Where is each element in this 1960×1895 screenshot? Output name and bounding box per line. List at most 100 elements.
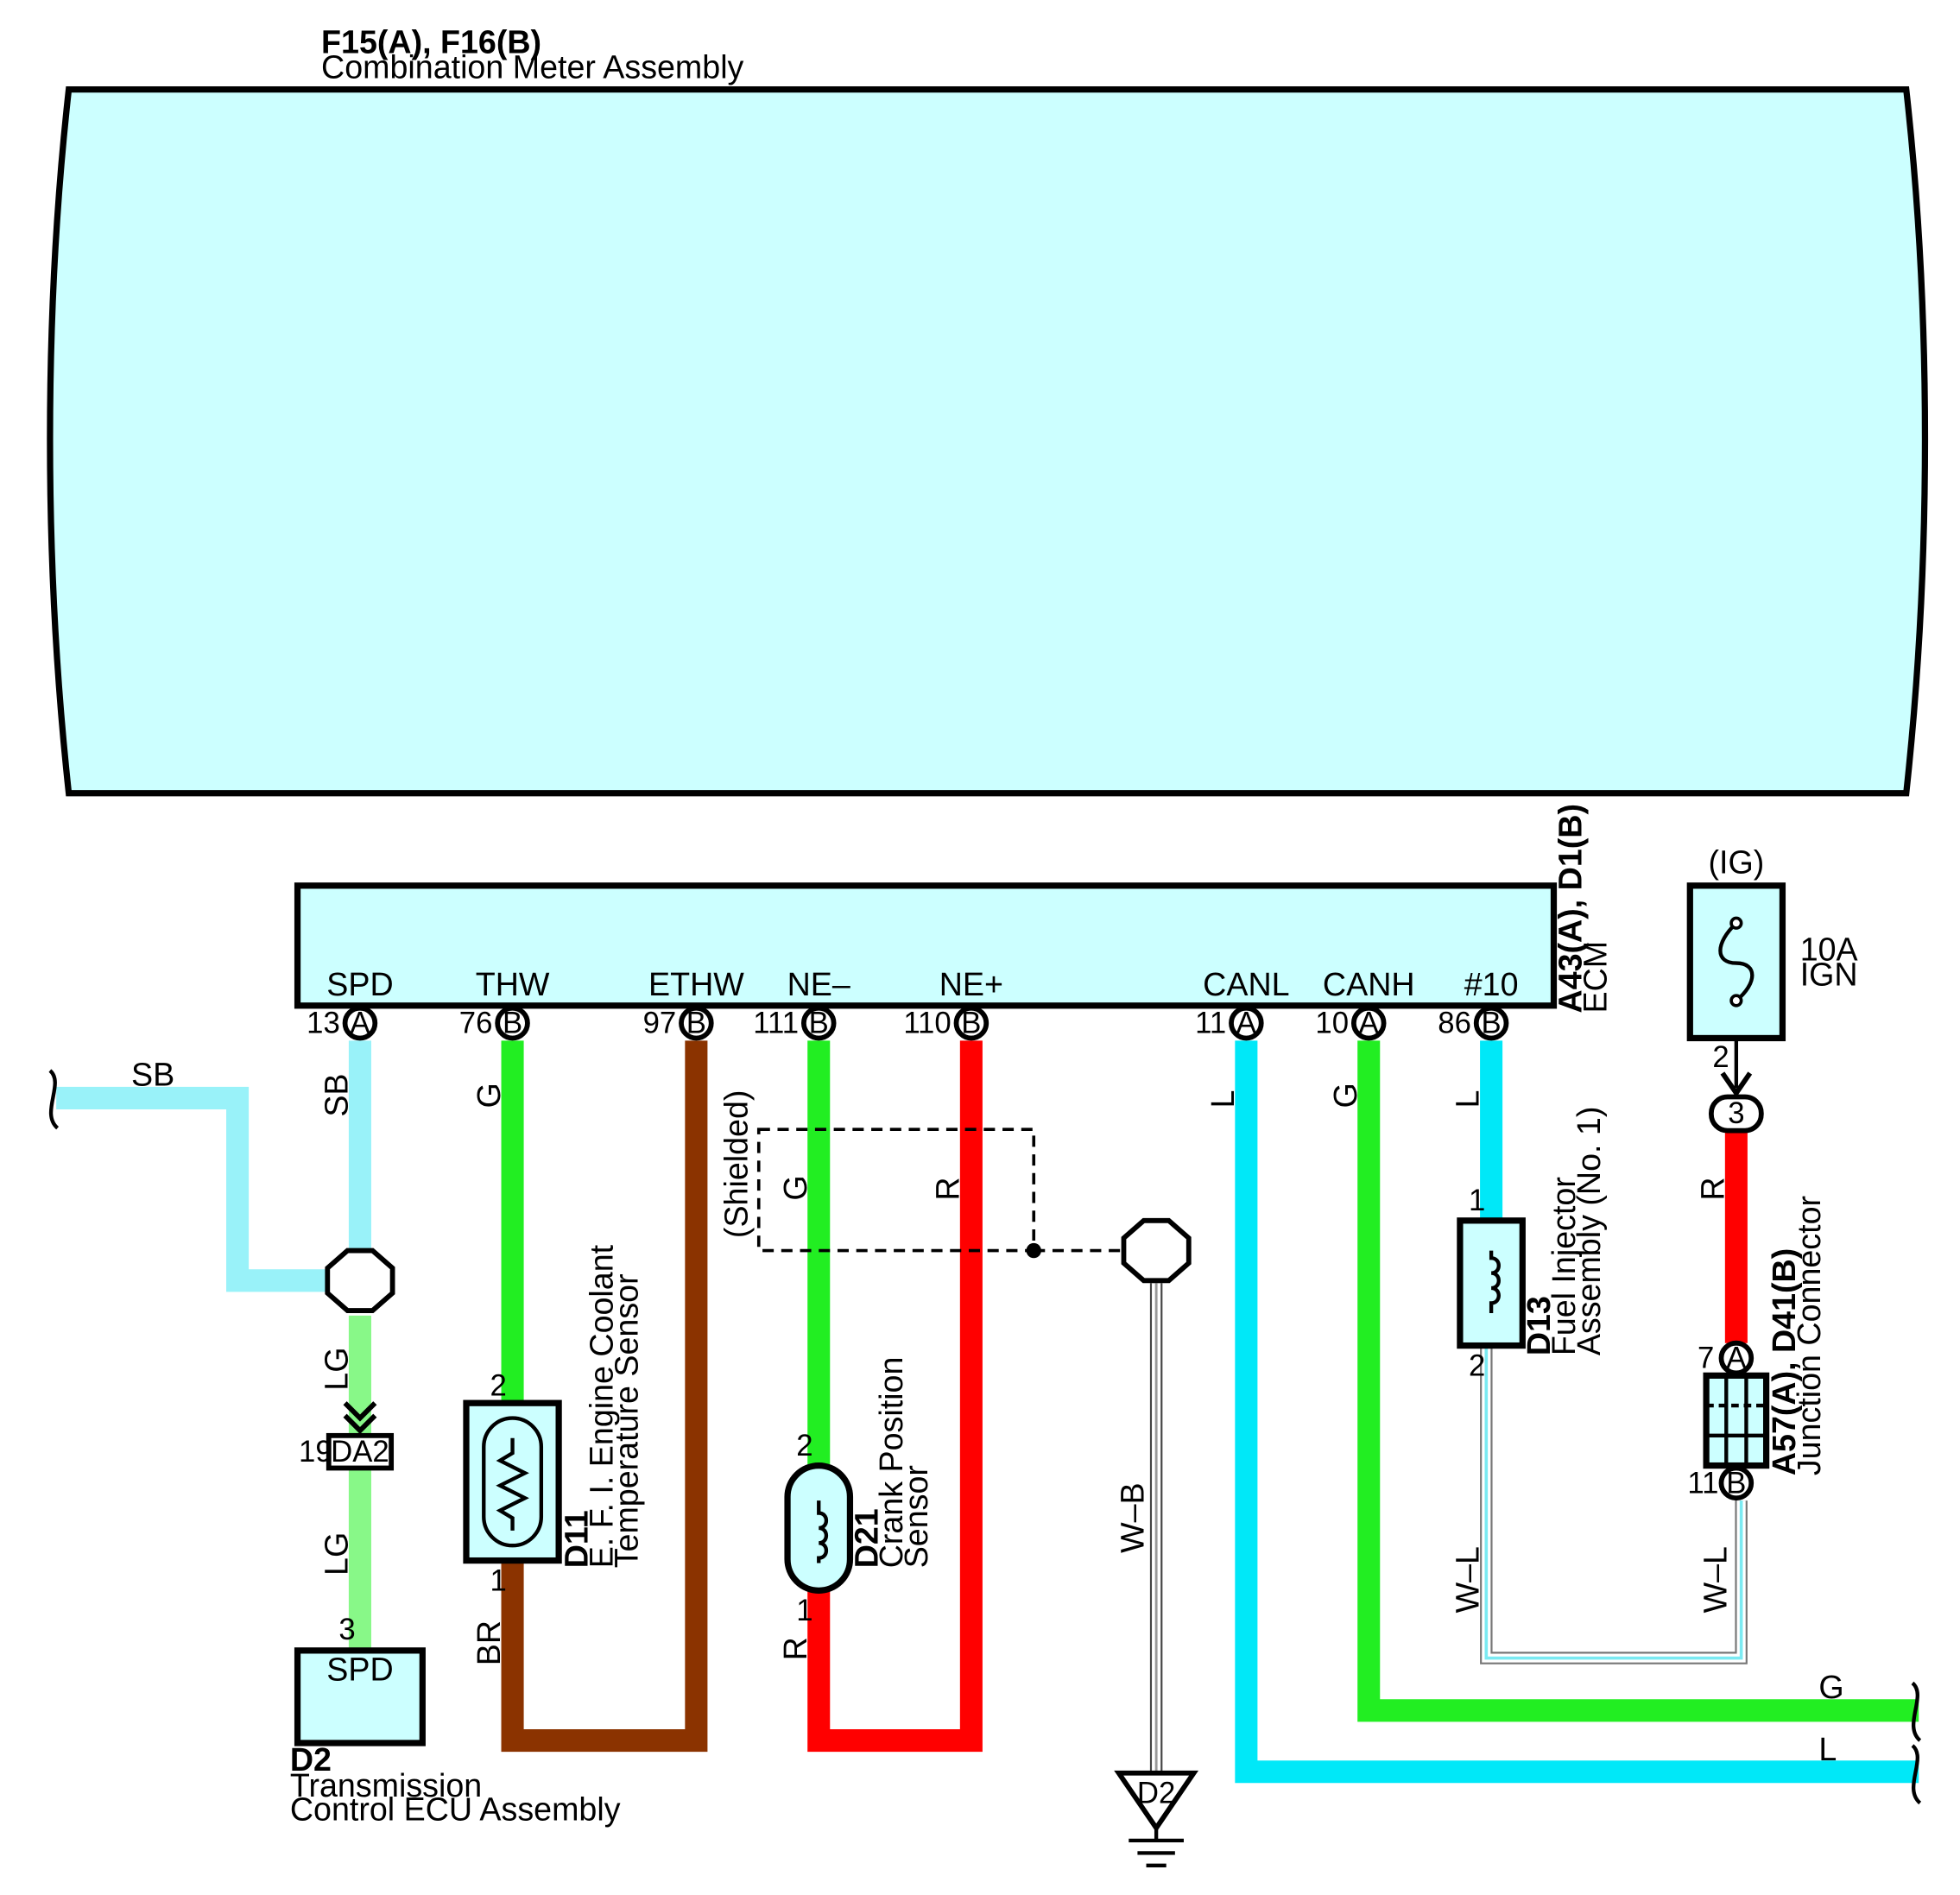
fuse-element bbox=[1718, 921, 1755, 1002]
wire-labels: SB SB LG LG G BR G R R (Shielded) W–B L … bbox=[131, 1056, 1844, 1767]
wire-r-ne-loop bbox=[807, 1040, 983, 1753]
thermistor-icon bbox=[496, 1437, 529, 1531]
jc-pin-top: 7 bbox=[1698, 1342, 1714, 1375]
svg-text:A: A bbox=[1726, 1342, 1747, 1375]
label-wl-left: W–L bbox=[1450, 1546, 1486, 1613]
fuse-arrow bbox=[1720, 1071, 1753, 1098]
tcu-name-line2: Control ECU Assembly bbox=[290, 1791, 621, 1828]
combination-meter-assembly: F15(A), F16(B) Combination Meter Assembl… bbox=[47, 24, 1929, 797]
wire-break-marks bbox=[48, 1069, 1922, 1805]
ecm-terminal-label: CANL bbox=[1203, 966, 1289, 1002]
fuel-injector: 1 2 D13 Fuel Injector Assembly (No. 1) bbox=[1457, 1107, 1607, 1382]
ground-label: D2 bbox=[1137, 1777, 1175, 1810]
label-g-out: G bbox=[1818, 1669, 1843, 1705]
ig-connector-number: 3 bbox=[1728, 1097, 1744, 1130]
wire-l-canl bbox=[1235, 1040, 1919, 1784]
tcu-code: D2 bbox=[290, 1741, 332, 1778]
jc-code: A57(A), D41(B) bbox=[1766, 1248, 1802, 1475]
d11-pin-top: 2 bbox=[490, 1370, 507, 1403]
tcu-terminal: SPD bbox=[326, 1652, 393, 1688]
junction-terminal-bottom: B bbox=[1718, 1465, 1755, 1501]
ecm-terminal-circle bbox=[679, 1005, 714, 1041]
shield-junction-dot bbox=[1026, 1242, 1041, 1259]
ecm-terminal-connector: B bbox=[961, 1008, 981, 1040]
ground-d2: D2 bbox=[1114, 1770, 1199, 1868]
ecm-terminal-label: #10 bbox=[1464, 966, 1519, 1002]
ecm-terminal-connector: B bbox=[503, 1008, 522, 1040]
wire-br bbox=[501, 1040, 708, 1753]
da2-connector: DA2 19 bbox=[299, 1401, 395, 1471]
ecm-terminal-circle bbox=[495, 1005, 530, 1041]
d13-name-line2: Assembly (No. 1) bbox=[1571, 1107, 1607, 1356]
ecm-terminal-pin: 97 bbox=[643, 1008, 677, 1040]
label-g-canh: G bbox=[1327, 1083, 1363, 1108]
splice-sb bbox=[325, 1248, 395, 1313]
splice-shield-ground bbox=[1121, 1217, 1192, 1284]
d11-code: D11 bbox=[558, 1510, 594, 1568]
ecm-terminal-label: SPD bbox=[326, 966, 393, 1002]
jc-name: Junction Connector bbox=[1791, 1196, 1827, 1475]
meter-code: F15(A), F16(B) bbox=[321, 24, 541, 60]
label-r-ne-top: R bbox=[929, 1177, 965, 1200]
crank-position-sensor: 2 1 D21 Crank Position Sensor bbox=[784, 1357, 934, 1627]
ecm-terminal-6: CANH A 10 bbox=[1315, 966, 1415, 1041]
ecm-terminal-label: CANH bbox=[1323, 966, 1415, 1002]
d13-pin-bottom: 2 bbox=[1469, 1349, 1485, 1382]
tcu-pin: 3 bbox=[338, 1614, 355, 1646]
ig-connector-pill bbox=[1709, 1094, 1764, 1134]
label-l-injector: L bbox=[1450, 1090, 1486, 1109]
ecm-terminal-circle bbox=[800, 1005, 837, 1041]
fuse-10a-ign: (IG) 10A IGN 2 3 bbox=[1686, 843, 1859, 1134]
label-shielded: (Shielded) bbox=[718, 1090, 755, 1239]
label-sb: SB bbox=[318, 1073, 354, 1116]
label-br: BR bbox=[471, 1620, 507, 1665]
transmission-control-ecu: SPD 3 D2 Transmission Control ECU Assemb… bbox=[290, 1614, 621, 1828]
junction-connector: A B 7 11 A57(A), D41(B) Junction Connect… bbox=[1687, 1196, 1827, 1501]
fuse-circuit: (IG) bbox=[1708, 843, 1764, 880]
meter-name: Combination Meter Assembly bbox=[321, 49, 744, 85]
label-lg-lower: LG bbox=[318, 1532, 354, 1576]
d21-pin-top: 2 bbox=[796, 1430, 812, 1462]
label-g-thw: G bbox=[471, 1083, 507, 1108]
tcu-name-line1: Transmission bbox=[290, 1767, 482, 1803]
label-wb: W–B bbox=[1115, 1482, 1151, 1553]
ecm-code: A43(A), D1(B) bbox=[1552, 804, 1588, 1014]
label-l-canl: L bbox=[1204, 1090, 1241, 1109]
ecm-terminal-label: ETHW bbox=[648, 966, 744, 1002]
coil-icon bbox=[817, 1500, 829, 1563]
svg-text:B: B bbox=[1726, 1467, 1746, 1500]
ecm-terminal-pin: 111 bbox=[753, 1008, 799, 1040]
d11-name-line2: Temperature Sensor bbox=[608, 1273, 644, 1568]
label-wl-right: W–L bbox=[1697, 1546, 1733, 1613]
fuse-name: IGN bbox=[1800, 957, 1858, 993]
ecm-terminal-connector: B bbox=[1482, 1008, 1502, 1040]
ecm-name: ECM bbox=[1577, 941, 1613, 1014]
ecm-terminals: SPDA13THWB76ETHWB97NE–B111NE+B110CANLA11… bbox=[307, 966, 1519, 1041]
fuse-rating: 10A bbox=[1800, 932, 1859, 968]
ecm-terminal-circle bbox=[953, 1005, 989, 1041]
ecm-terminal-circle bbox=[1350, 1005, 1387, 1041]
coolant-temperature-sensor: 2 1 D11 E. F. I. Engine Coolant Temperat… bbox=[463, 1244, 644, 1597]
wire-sb-input bbox=[56, 1086, 328, 1292]
d13-pin-top: 1 bbox=[1469, 1184, 1485, 1217]
ecm: SPDA13THWB76ETHWB97NE–B111NE+B110CANLA11… bbox=[294, 804, 1613, 1041]
label-r-ne-bottom: R bbox=[777, 1637, 813, 1660]
d21-code: D21 bbox=[848, 1508, 884, 1568]
d11-pin-bottom: 1 bbox=[490, 1564, 507, 1597]
ecm-terminal-connector: A bbox=[1359, 1008, 1380, 1040]
ecm-terminal-label: THW bbox=[476, 966, 550, 1002]
d13-code: D13 bbox=[1521, 1296, 1557, 1355]
ecm-terminal-pin: 10 bbox=[1315, 1008, 1349, 1040]
d11-name-line1: E. F. I. Engine Coolant bbox=[583, 1244, 619, 1568]
wires bbox=[56, 1040, 1919, 1784]
label-l-out: L bbox=[1818, 1731, 1837, 1767]
wire-g-canh bbox=[1357, 1040, 1919, 1722]
ecm-terminal-pin: 76 bbox=[459, 1008, 493, 1040]
ecm-terminal-circle bbox=[342, 1005, 378, 1041]
ecm-terminal-pin: 86 bbox=[1438, 1008, 1471, 1040]
ecm-terminal-7: #10B 86 bbox=[1438, 966, 1519, 1041]
